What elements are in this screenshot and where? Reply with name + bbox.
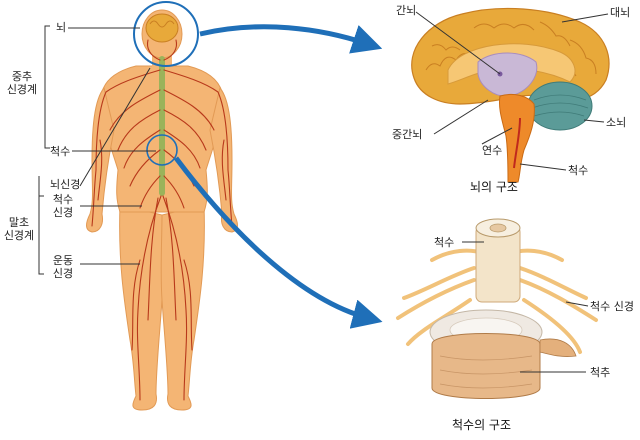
left-leg [119,204,164,411]
arrow-to-spine [174,156,383,329]
brainstem-shape [499,93,535,183]
label-cerebrum: 대뇌 [610,6,631,19]
label-brain-spinal-cord: 척수 [568,164,589,177]
spinal-nerves [396,248,598,354]
label-central-line2: 신경계 [6,83,38,96]
label-cranial-nerve: 뇌신경 [50,178,81,191]
label-brain: 뇌 [56,21,67,34]
label-midbrain: 중간뇌 [392,128,423,141]
spinal-cross-section [396,218,598,399]
nerve-network [91,39,233,401]
body-spinal-cord [159,56,165,196]
body-brain [145,13,179,43]
left-label-lines [38,25,156,275]
label-central-nervous-system: 중추 신경계 [6,70,38,96]
label-spinal-cord: 척수 [50,145,71,158]
right-leg [160,204,205,411]
label-diencephalon: 간뇌 [396,4,417,17]
caption-spinal-structure: 척수의 구조 [452,418,512,432]
arrow-to-brain [199,24,383,54]
label-motor-line2: 신경 [52,267,74,280]
label-central-line1: 중추 [11,70,33,83]
label-peripheral-nervous-system: 말초 신경계 [2,216,36,242]
label-spinal-nerve-line1: 척수 [52,193,74,206]
label-motor-nerve: 운동 신경 [48,254,78,280]
caption-brain-structure: 뇌의 구조 [470,180,518,194]
label-peripheral-line2: 신경계 [3,229,35,242]
diencephalon-shape [477,52,538,97]
brain-highlight-circle [133,1,199,67]
label-cerebellum: 소뇌 [606,116,627,129]
label-medulla: 연수 [482,144,503,157]
label-motor-line1: 운동 [52,254,74,267]
label-spinal-nerve-panel: 척수 신경 [590,300,634,313]
vertebra-body [431,333,541,399]
label-spinal-nerve: 척수 신경 [48,193,78,219]
brain-cross-section [411,7,610,183]
label-vertebra: 척추 [590,366,611,379]
left-arm [86,86,115,233]
label-spine-spinal-cord: 척수 [434,236,455,249]
label-spinal-nerve-line2: 신경 [52,206,74,219]
label-peripheral-line1: 말초 [8,216,30,229]
spine-highlight-circle [146,134,178,166]
